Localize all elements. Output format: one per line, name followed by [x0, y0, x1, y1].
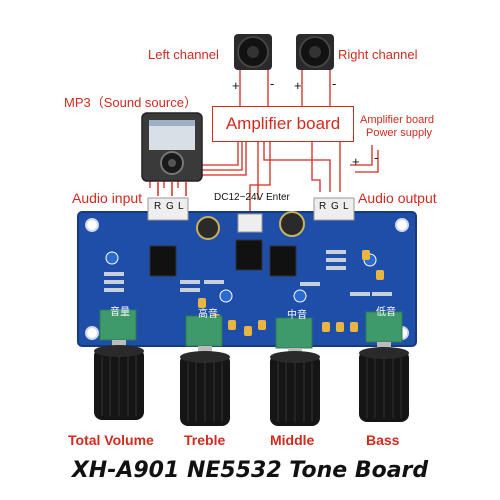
knob-treble	[180, 346, 230, 426]
output-pin-r: R	[319, 201, 327, 212]
knob-middle	[270, 348, 320, 426]
silk-bass: 低音	[376, 307, 396, 318]
amplifier-board-label: Amplifier board	[225, 114, 341, 133]
bass-label: Bass	[366, 432, 400, 448]
knob-bass	[359, 342, 409, 422]
middle-label: Middle	[270, 432, 315, 448]
dc-enter-label: DC12~24V Enter	[214, 192, 290, 203]
silk-middle: 中音	[287, 310, 307, 321]
knob-total-volume	[94, 340, 144, 420]
right-speaker-icon	[296, 34, 334, 70]
amplifier-power-label-2: Power supply	[366, 127, 433, 139]
right-channel-label: Right channel	[338, 47, 418, 62]
left-channel-label: Left channel	[148, 47, 219, 62]
right-speaker-minus: -	[332, 76, 337, 91]
left-speaker-icon	[234, 34, 272, 70]
output-pin-l: L	[343, 201, 349, 212]
mp3-source-label: MP3（Sound source）	[64, 95, 197, 110]
page-title: XH-A901 NE5532 Tone Board	[71, 458, 429, 483]
input-pin-r: R	[154, 201, 162, 212]
input-pin-g: G	[166, 201, 174, 212]
input-pin-l: L	[178, 201, 184, 212]
left-speaker-minus: -	[270, 76, 275, 91]
left-speaker-plus: +	[232, 78, 240, 93]
silk-volume: 音量	[110, 307, 130, 318]
mp3-player-icon	[141, 112, 203, 182]
audio-output-label: Audio output	[358, 190, 437, 206]
treble-label: Treble	[184, 432, 226, 448]
total-volume-label: Total Volume	[68, 432, 154, 448]
right-speaker-plus: +	[294, 78, 302, 93]
silk-treble: 高音	[198, 309, 218, 320]
power-minus: -	[374, 150, 379, 165]
audio-input-label: Audio input	[72, 190, 143, 206]
amplifier-power-label-1: Amplifier board	[360, 114, 434, 126]
output-pin-g: G	[331, 201, 339, 212]
amplifier-board-box: Amplifier board	[212, 106, 354, 142]
pcb-board	[77, 197, 417, 349]
power-plus: +	[352, 154, 360, 169]
